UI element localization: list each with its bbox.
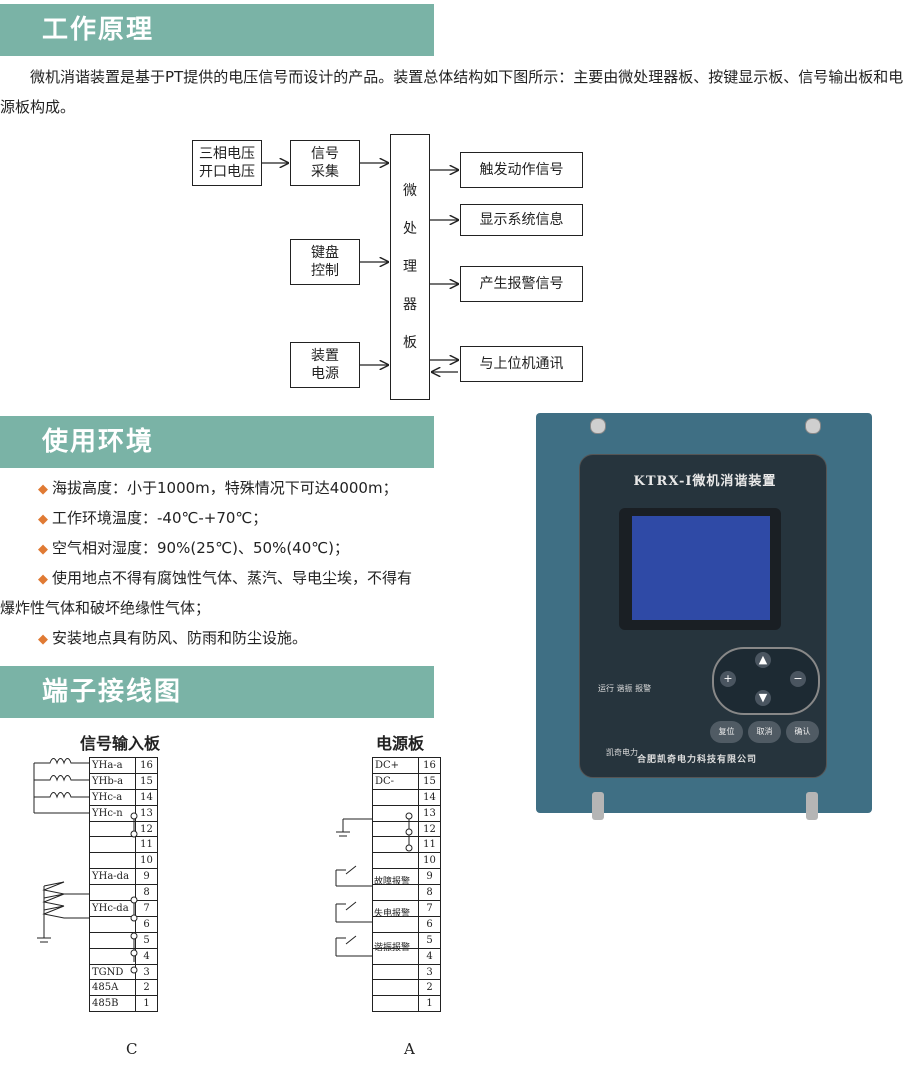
lcd-screen — [632, 516, 770, 620]
power-board-title: 电源板 — [376, 734, 425, 753]
terminal-number: 1 — [418, 995, 441, 1013]
mounting-bolt — [592, 792, 604, 820]
up-arrow-icon: ▲ — [755, 652, 771, 668]
terminal-number: 1 — [135, 995, 158, 1013]
terminal-row: 3 — [372, 963, 441, 981]
terminal-number: 15 — [135, 772, 158, 790]
power-loss-alarm-label: 失电报警 — [374, 909, 411, 919]
section-header-principle: 工作原理 — [0, 4, 434, 56]
power-board-caption: A — [404, 1040, 415, 1058]
reset-button: 复位 — [710, 721, 743, 743]
signal-board-caption: C — [126, 1040, 138, 1058]
mounting-bolt — [806, 792, 818, 820]
env-item-4: ◆使用地点不得有腐蚀性气体、蒸汽、导电尘埃，不得有 — [38, 569, 413, 587]
env-item-2: ◆工作环境温度：-40℃-+70℃； — [38, 509, 268, 527]
minus-icon: − — [790, 671, 806, 687]
section-header-wiring: 端子接线图 — [0, 666, 434, 718]
terminal-row: 11 — [89, 836, 158, 854]
terminal-row: DC-15 — [372, 772, 441, 790]
terminal-row: 2 — [372, 979, 441, 997]
intro-paragraph: 微机消谐装置是基于PT提供的电压信号而设计的产品。装置总体结构如下图所示：主要由… — [0, 68, 904, 116]
env-item-1: ◆海拔高度：小于1000m，特殊情况下可达4000m； — [38, 479, 398, 497]
terminal-label: 485B — [89, 995, 136, 1013]
terminal-row: 6 — [372, 915, 441, 933]
output-trigger-box: 触发动作信号 — [460, 152, 583, 188]
device-brand-logo: 凯奇电力 — [606, 748, 638, 757]
processor-box: 微 处 理 器 板 — [390, 134, 430, 400]
output-comm-box: 与上位机通讯 — [460, 346, 583, 382]
terminal-row: 14 — [372, 788, 441, 806]
terminal-number: 10 — [135, 852, 158, 870]
input-three-phase-box: 三相电压开口电压 — [192, 140, 262, 186]
output-alarm-box: 产生报警信号 — [460, 266, 583, 302]
output-display-box: 显示系统信息 — [460, 204, 583, 236]
env-item-5: ◆安装地点具有防风、防雨和防尘设施。 — [38, 629, 308, 647]
fault-alarm-label: 故障报警 — [374, 877, 411, 887]
screw-icon — [805, 418, 821, 434]
terminal-row: 8 — [372, 884, 441, 902]
input-signal-box: 信号采集 — [290, 140, 360, 186]
resonance-alarm-label: 谐振报警 — [374, 943, 411, 953]
terminal-row: 10 — [372, 852, 441, 870]
wiring-drawing — [33, 758, 413, 974]
input-keyboard-box: 键盘控制 — [290, 239, 360, 285]
device-company-name: 合肥凯奇电力科技有限公司 — [637, 755, 758, 765]
terminal-row: 1 — [372, 995, 441, 1013]
env-item-3: ◆空气相对湿度：90%(25℃)、50%(40℃)； — [38, 539, 349, 557]
section-header-environment: 使用环境 — [0, 416, 434, 468]
terminal-row: 7 — [372, 900, 441, 917]
cancel-button: 取消 — [748, 721, 781, 743]
env-item-4-continuation: 爆炸性气体和破坏绝缘性气体； — [0, 599, 211, 617]
screw-icon — [590, 418, 606, 434]
input-power-box: 装置电源 — [290, 342, 360, 388]
signal-board-title: 信号输入板 — [80, 734, 161, 753]
device-led-labels: 运行 谐振 报警 — [598, 684, 652, 693]
down-arrow-icon: ▼ — [755, 690, 771, 706]
diagram-arrows — [262, 0, 910, 420]
confirm-button: 确认 — [786, 721, 819, 743]
plus-icon: + — [720, 671, 736, 687]
device-title: KTRX-I微机消谐装置 — [633, 474, 777, 489]
terminal-number: 7 — [135, 900, 158, 917]
